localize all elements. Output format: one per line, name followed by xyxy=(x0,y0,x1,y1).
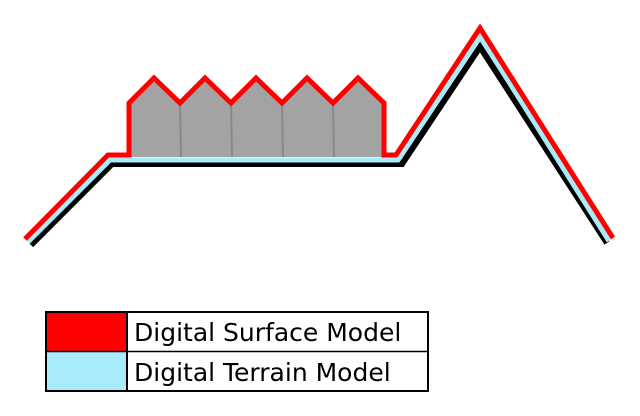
terrain-model-line xyxy=(26,31,612,244)
ground-line xyxy=(28,41,610,248)
legend: Digital Surface Model Digital Terrain Mo… xyxy=(45,311,429,392)
legend-label-surface: Digital Surface Model xyxy=(134,318,401,347)
building-divider xyxy=(332,102,335,158)
legend-label-terrain: Digital Terrain Model xyxy=(134,358,391,387)
buildings-fill xyxy=(129,78,384,157)
buildings xyxy=(129,78,384,158)
building-divider xyxy=(281,102,284,158)
legend-swatch-terrain xyxy=(47,352,127,390)
building-divider xyxy=(230,102,233,158)
surface-model-line xyxy=(23,23,616,241)
building-divider xyxy=(179,102,182,158)
legend-swatch-surface xyxy=(47,313,127,351)
